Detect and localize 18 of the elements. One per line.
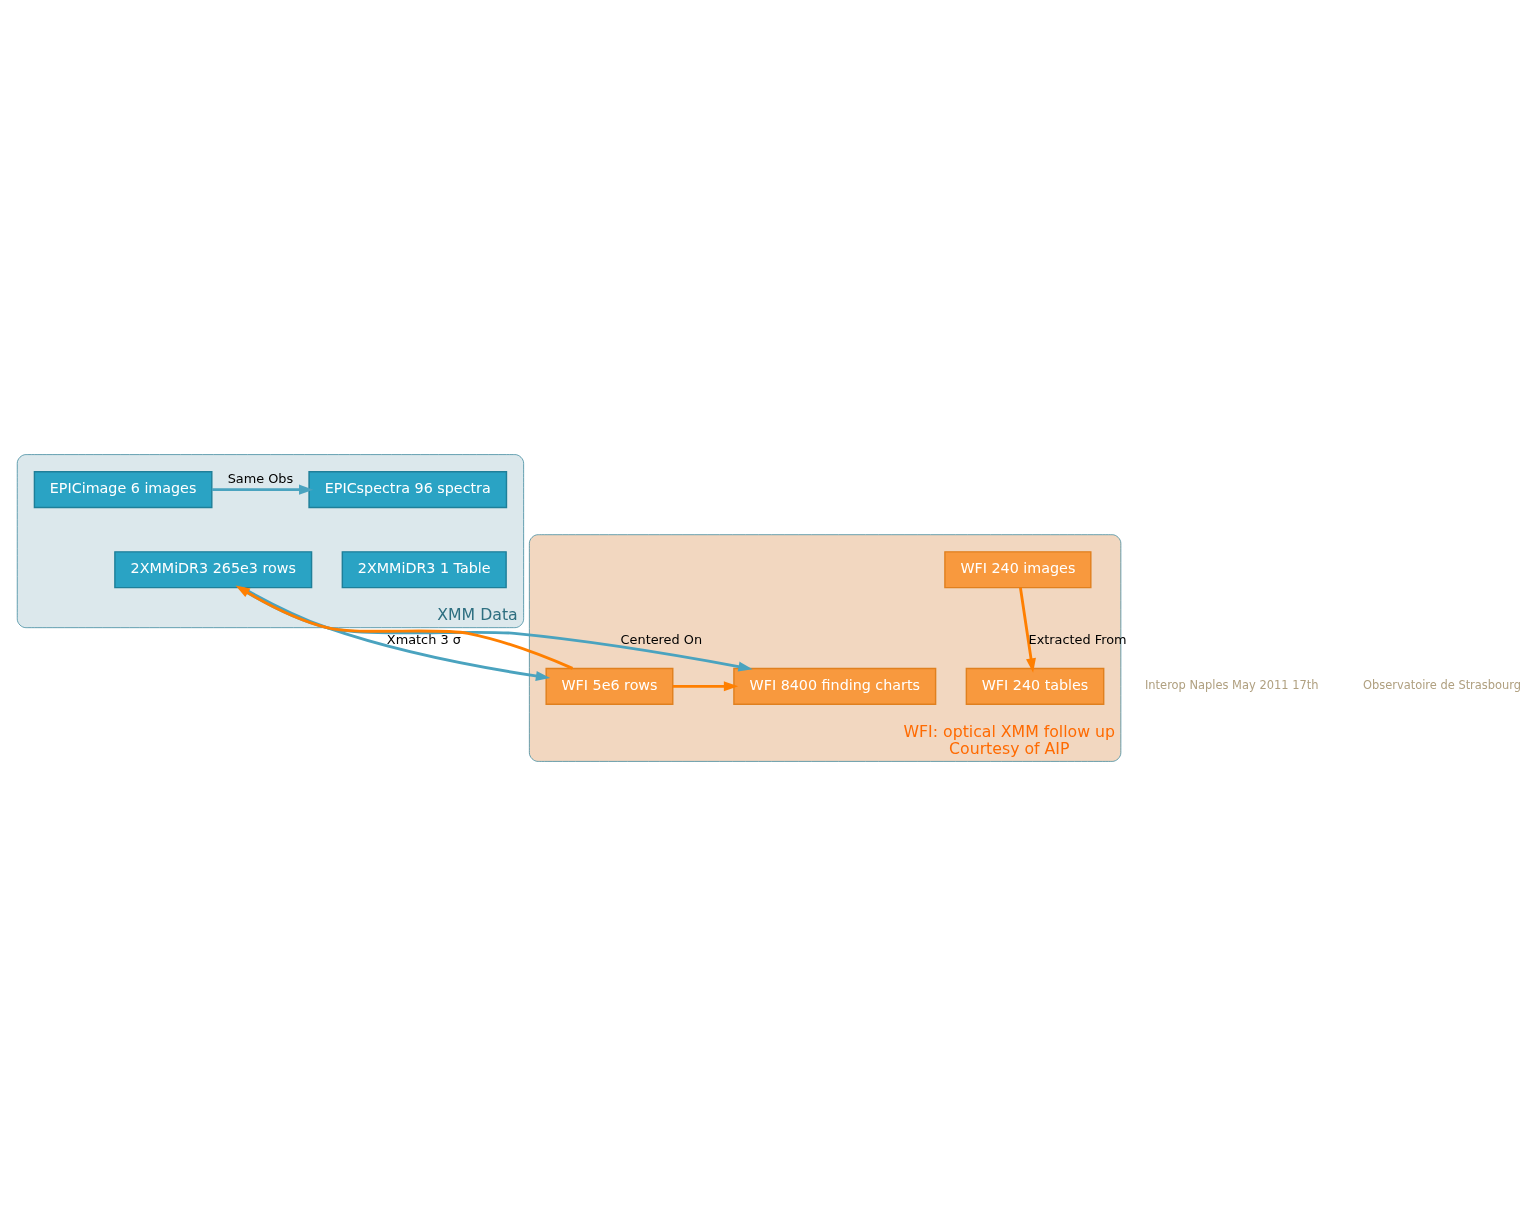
node-box: EPICspectra 96 spectra (308, 471, 508, 509)
node-box: WFI 8400 finding charts (733, 667, 937, 705)
label: Observatoire de Strasbourg (1362, 678, 1522, 693)
arrow (235, 585, 574, 670)
node-box: 2XMMiDR3 1 Table (341, 551, 507, 589)
arrow (1019, 587, 1036, 673)
arrow (672, 681, 739, 692)
node-box: WFI 240 tables (965, 667, 1105, 705)
edge-label: Extracted From (1028, 631, 1127, 647)
arrow (211, 484, 314, 495)
edge-label: Same Obs (227, 471, 294, 487)
node-box: WFI 240 images (944, 551, 1092, 589)
edge-label: Centered On (620, 631, 703, 647)
node-box: EPICimage 6 images (33, 471, 213, 509)
node-box: 2XMMiDR3 265e3 rows (114, 551, 313, 589)
label: Interop Naples May 2011 17th (1145, 678, 1319, 693)
edge-label: Xmatch 3 σ (386, 631, 461, 647)
node-box: WFI 5e6 rows (545, 667, 674, 705)
